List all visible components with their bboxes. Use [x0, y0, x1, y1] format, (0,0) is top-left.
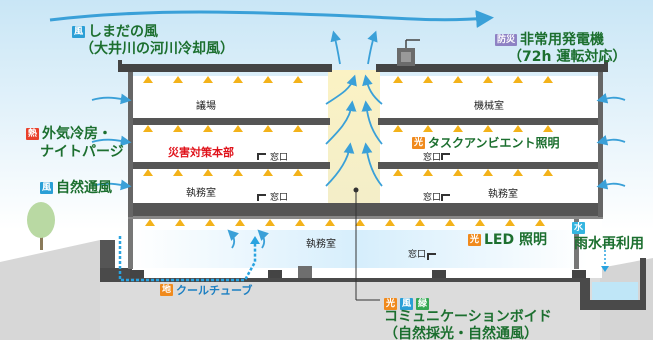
room-office-3f-left: 執務室 — [186, 188, 216, 199]
slab-4f-left — [128, 118, 330, 125]
label-emergency-generator: 防災非常用発電機 — [495, 32, 605, 48]
slab-3f-right — [378, 162, 603, 169]
counter-label: 窓口 — [270, 193, 289, 203]
rainwater-down-icon — [601, 266, 609, 272]
label-rainwater-tag-row: 水 — [572, 220, 588, 237]
basement-wall-left — [100, 240, 115, 275]
room-office-1f: 執務室 — [306, 239, 336, 250]
label-task-ambient: 光タスクアンビエント照明 — [412, 136, 560, 150]
column-right — [598, 72, 603, 217]
natural-wind-arrows — [91, 30, 626, 249]
label-emergency-generator-sub: （72h 運転対応） — [508, 49, 627, 65]
slab-3f-left — [128, 162, 330, 169]
slab-4f-right — [378, 118, 603, 125]
label-outside-air-sub: ナイトパージ — [40, 144, 124, 160]
counter-label: 窓口 — [270, 153, 289, 163]
room-disaster-hq: 災害対策本部 — [168, 146, 234, 159]
generator-icon — [397, 39, 420, 66]
shimada-wind-arrow — [49, 10, 494, 28]
label-rainwater: 雨水再利用 — [574, 236, 644, 252]
wind-tag: 風 — [40, 182, 54, 194]
roof-left — [118, 64, 332, 72]
ceiling-lights — [143, 76, 553, 226]
cool-air-zone — [132, 230, 588, 268]
cool-tube-outlet-icon — [250, 236, 260, 244]
ground-left — [0, 240, 100, 340]
light-tag: 光 — [384, 298, 398, 310]
tank-wall — [640, 258, 646, 310]
counter-label: 窓口 — [423, 153, 442, 163]
counter-label: 窓口 — [408, 250, 427, 260]
label-outside-air: 熱外気冷房・ — [26, 126, 113, 142]
wind-tag: 風 — [400, 298, 414, 310]
label-void: コミュニケーションボイド — [384, 309, 552, 325]
slab-2f — [128, 203, 603, 216]
light-tag: 光 — [412, 137, 426, 149]
green-tag: 緑 — [416, 298, 430, 310]
room-machine: 機械室 — [474, 101, 504, 112]
label-void-tags: 光風緑 — [384, 296, 432, 313]
room-assembly: 議場 — [196, 101, 216, 112]
label-shimada-wind-sub: （大井川の河川冷却風） — [80, 41, 234, 57]
label-natural-ventilation: 風自然通風 — [40, 180, 113, 196]
wind-tag: 風 — [72, 26, 86, 38]
tree-icon — [27, 202, 55, 250]
ground-tag: 地 — [160, 284, 174, 296]
rainwater-tank — [592, 282, 638, 300]
column-left — [128, 72, 133, 217]
roof-right — [376, 64, 608, 72]
label-void-sub: （自然採光・自然通風） — [384, 326, 538, 342]
tank-floor — [580, 300, 645, 310]
label-cool-tube: 地クールチューブ — [160, 284, 253, 297]
disaster-tag: 防災 — [495, 34, 518, 46]
light-tag: 光 — [468, 234, 482, 246]
seismic-isolators — [130, 270, 586, 278]
equipment-box — [298, 266, 312, 278]
label-shimada-wind: 風しまだの風 — [72, 24, 159, 40]
water-tag: 水 — [572, 222, 586, 234]
room-office-3f-right: 執務室 — [488, 189, 518, 200]
counter-symbols — [257, 153, 450, 260]
cool-tube-path — [118, 236, 257, 282]
counter-label: 窓口 — [423, 193, 442, 203]
heat-tag: 熱 — [26, 128, 40, 140]
